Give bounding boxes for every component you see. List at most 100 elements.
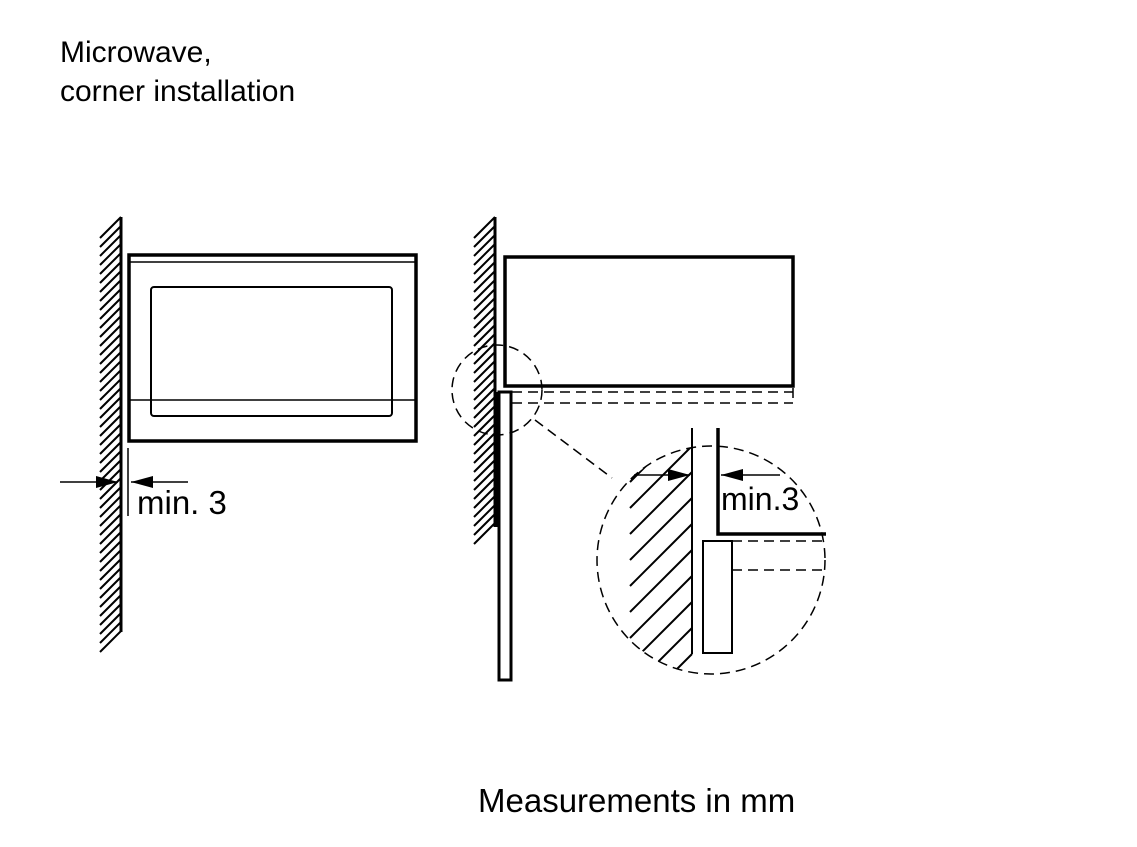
hatch-line — [99, 540, 122, 563]
hatch-line — [99, 342, 122, 365]
hatch-line — [629, 446, 693, 483]
hatch-line — [473, 225, 496, 248]
hatch-line — [99, 558, 122, 581]
hatch-line — [473, 486, 496, 509]
hatch-line — [99, 279, 122, 302]
hatch-line — [99, 567, 122, 590]
hatch-line — [99, 513, 122, 536]
hatch-line — [473, 423, 496, 446]
hatch-line — [99, 315, 122, 338]
hatch-line — [629, 497, 693, 561]
hatch-line — [629, 523, 693, 587]
hatch-line — [99, 369, 122, 392]
hatch-line — [473, 369, 496, 392]
hatch-line — [99, 621, 122, 644]
hatch-line — [99, 333, 122, 356]
hatch-line — [473, 261, 496, 284]
hatch-line — [629, 627, 693, 674]
hatch-line — [99, 531, 122, 554]
hatch-line — [473, 243, 496, 266]
hatch-line — [473, 441, 496, 464]
hatch-line — [473, 405, 496, 428]
hatch-line — [99, 630, 122, 653]
hatch-line — [473, 306, 496, 329]
hatch-line — [99, 243, 122, 266]
hatch-line — [473, 315, 496, 338]
microwave-side — [503, 255, 795, 388]
hatch-line — [99, 306, 122, 329]
hatch-line — [99, 351, 122, 374]
hatch-line — [99, 549, 122, 572]
hatch-line — [99, 468, 122, 491]
hatch-line — [99, 216, 122, 239]
detail-dimension-label: min.3 — [721, 481, 799, 517]
hatch-line — [473, 270, 496, 293]
hatch-line — [99, 450, 122, 473]
hatch-line — [99, 405, 122, 428]
hatch-line — [99, 441, 122, 464]
hatch-line — [99, 396, 122, 419]
hatch-line — [99, 360, 122, 383]
title-line-1: Microwave, — [60, 36, 212, 69]
front-dimension-label: min. 3 — [137, 484, 227, 521]
hatch-line — [473, 387, 496, 410]
hatch-line — [473, 378, 496, 401]
hatch-line — [473, 252, 496, 275]
hatch-line — [473, 459, 496, 482]
hatch-line — [629, 471, 693, 535]
hatch-line — [99, 423, 122, 446]
hatch-line — [473, 297, 496, 320]
hatch-line — [473, 450, 496, 473]
microwave-front — [127, 253, 418, 443]
measurements-note: Measurements in mm — [478, 782, 795, 819]
hatch-line — [99, 495, 122, 518]
hatch-line — [629, 653, 693, 674]
hatch-line — [473, 216, 496, 239]
detail-circle — [596, 445, 826, 675]
hatch-line — [473, 522, 496, 545]
hatch-line — [99, 576, 122, 599]
hatch-line — [473, 513, 496, 536]
hatch-line — [99, 432, 122, 455]
hatch-line — [473, 432, 496, 455]
hatch-line — [99, 261, 122, 284]
hatch-line — [99, 612, 122, 635]
wall-hatch — [99, 216, 122, 653]
hatch-line — [473, 351, 496, 374]
hatch-line — [99, 378, 122, 401]
side-view — [451, 216, 826, 682]
hatch-line — [99, 486, 122, 509]
hatch-line — [473, 234, 496, 257]
hatch-line — [473, 279, 496, 302]
hatch-line — [99, 603, 122, 626]
front-view — [60, 216, 418, 653]
hatch-line — [99, 585, 122, 608]
hatch-line — [99, 288, 122, 311]
hatch-line — [629, 446, 693, 509]
hatch-line — [629, 575, 693, 639]
hatch-line — [99, 297, 122, 320]
hatch-line — [99, 252, 122, 275]
hatch-line — [473, 324, 496, 347]
hatch-line — [473, 414, 496, 437]
hatch-line — [473, 504, 496, 527]
cabinet-panel — [497, 390, 513, 682]
hatch-line — [629, 549, 693, 613]
hatch-line — [473, 495, 496, 518]
hatch-line — [473, 477, 496, 500]
hatch-line — [99, 225, 122, 248]
hatch-line — [473, 360, 496, 383]
hatch-line — [99, 234, 122, 257]
microwave-window — [150, 286, 393, 417]
hatch-line — [99, 594, 122, 617]
hatch-line — [99, 459, 122, 482]
wall-hatch — [473, 216, 496, 545]
hatch-line — [99, 477, 122, 500]
hatch-line — [99, 504, 122, 527]
hatch-line — [99, 387, 122, 410]
hatch-line — [473, 342, 496, 365]
hatch-line — [99, 414, 122, 437]
hatch-line — [473, 333, 496, 356]
hatch-line — [99, 522, 122, 545]
